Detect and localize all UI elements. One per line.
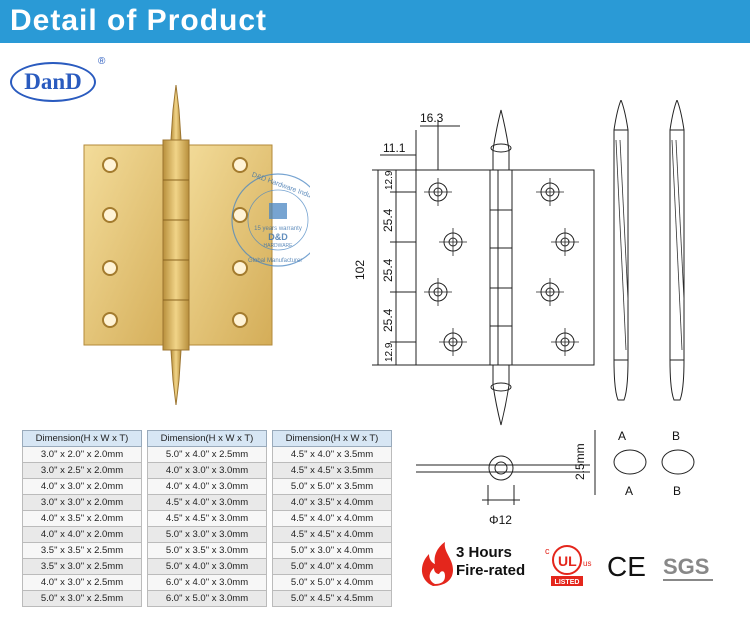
label-a-top: A	[618, 429, 626, 443]
header-banner: Detail of Product	[0, 0, 750, 43]
fire-rated-label: 3 Hours Fire-rated	[456, 544, 525, 580]
registered-mark: ®	[98, 56, 106, 67]
fire-icon	[421, 542, 453, 586]
table-cell: 5.0" x 3.0" x 4.0mm	[272, 542, 392, 559]
table-cell: 4.0" x 3.0" x 2.0mm	[22, 478, 142, 495]
table-cell: 4.5" x 4.5" x 3.0mm	[147, 510, 267, 527]
dimension-table-1: Dimension(H x W x T) 3.0" x 2.0" x 2.0mm…	[22, 430, 142, 607]
dim-25-4-b: 25.4	[381, 258, 395, 282]
sgs-mark: SGS	[663, 554, 709, 579]
table-cell: 4.0" x 3.5" x 4.0mm	[272, 494, 392, 511]
dim-2-5mm: 2.5mm	[573, 443, 587, 480]
page-title: Detail of Product	[10, 4, 268, 37]
stamp-warranty: 15 years warranty	[254, 226, 302, 232]
dim-11-1: 11.1	[383, 141, 406, 155]
table-cell: 4.0" x 3.5" x 2.0mm	[22, 510, 142, 527]
svg-text:UL: UL	[558, 553, 577, 569]
table-cell: 5.0" x 3.0" x 3.0mm	[147, 526, 267, 543]
ul-c: c	[545, 546, 550, 556]
table-cell: 3.0" x 3.0" x 2.0mm	[22, 494, 142, 511]
dim-25-4-a: 25.4	[381, 208, 395, 232]
brand-logo: DanD	[10, 62, 96, 102]
ul-listed: LISTED	[555, 579, 580, 586]
brand-logo-text: DanD	[24, 69, 82, 94]
ce-mark: CE	[607, 551, 646, 582]
table-header: Dimension(H x W x T)	[147, 430, 267, 447]
label-b-top: B	[672, 429, 680, 443]
fire-rated-line2: Fire-rated	[456, 562, 526, 579]
table-cell: 4.0" x 3.0" x 2.5mm	[22, 574, 142, 591]
label-a-bottom: A	[625, 484, 633, 498]
table-cell: 4.0" x 4.0" x 3.0mm	[147, 478, 267, 495]
table-cell: 3.0" x 2.0" x 2.0mm	[22, 446, 142, 463]
dim-102: 102	[353, 260, 367, 280]
stamp-sub: HARDWARE	[264, 243, 294, 249]
dim-25-4-c: 25.4	[381, 308, 395, 332]
table-cell: 4.5" x 4.0" x 3.5mm	[272, 446, 392, 463]
table-cell: 5.0" x 5.0" x 4.0mm	[272, 574, 392, 591]
table-cell: 5.0" x 4.0" x 4.0mm	[272, 558, 392, 575]
table-cell: 4.0" x 4.0" x 2.0mm	[22, 526, 142, 543]
technical-drawing: 16.3 11.1 12.9 25.4 25.4 25.4 12.9 102 2…	[353, 100, 695, 527]
table-cell: 6.0" x 4.0" x 3.0mm	[147, 574, 267, 591]
sgs-icon: SGS	[663, 554, 713, 581]
table-cell: 5.0" x 5.0" x 3.5mm	[272, 478, 392, 495]
dim-phi12: Φ12	[489, 513, 512, 527]
stamp-bottom: Global Manufacturer	[248, 258, 302, 264]
table-cell: 5.0" x 4.0" x 3.0mm	[147, 558, 267, 575]
dim-12-9-top: 12.9	[384, 170, 395, 190]
dimension-table-3: Dimension(H x W x T) 4.5" x 4.0" x 3.5mm…	[272, 430, 392, 607]
dim-16-3: 16.3	[420, 111, 444, 125]
table-cell: 5.0" x 4.0" x 2.5mm	[147, 446, 267, 463]
table-header: Dimension(H x W x T)	[272, 430, 392, 447]
ul-us: us	[583, 559, 591, 568]
table-cell: 5.0" x 4.5" x 4.5mm	[272, 590, 392, 607]
table-cell: 6.0" x 5.0" x 3.0mm	[147, 590, 267, 607]
ul-listed-icon: UL c us LISTED	[545, 545, 591, 586]
label-b-bottom: B	[673, 484, 681, 498]
table-cell: 3.0" x 2.5" x 2.0mm	[22, 462, 142, 479]
table-cell: 4.5" x 4.0" x 4.0mm	[272, 510, 392, 527]
table-cell: 5.0" x 3.0" x 2.5mm	[22, 590, 142, 607]
table-cell: 4.5" x 4.0" x 3.0mm	[147, 494, 267, 511]
stamp-brand: D&D	[268, 232, 288, 242]
hinge-photo: 15 years warranty D&D HARDWARE D&D Hardw…	[83, 84, 310, 406]
table-cell: 4.5" x 4.5" x 4.0mm	[272, 526, 392, 543]
table-cell: 5.0" x 3.5" x 3.0mm	[147, 542, 267, 559]
table-cell: 4.5" x 4.5" x 3.5mm	[272, 462, 392, 479]
table-header: Dimension(H x W x T)	[22, 430, 142, 447]
dimension-table-2: Dimension(H x W x T) 5.0" x 4.0" x 2.5mm…	[147, 430, 267, 607]
table-cell: 4.0" x 3.0" x 3.0mm	[147, 462, 267, 479]
fire-rated-line1: 3 Hours	[456, 544, 512, 561]
certifications: UL c us LISTED CE SGS	[421, 542, 713, 586]
table-cell: 3.5" x 3.0" x 2.5mm	[22, 558, 142, 575]
table-cell: 3.5" x 3.5" x 2.5mm	[22, 542, 142, 559]
dim-12-9-bottom: 12.9	[384, 342, 395, 362]
